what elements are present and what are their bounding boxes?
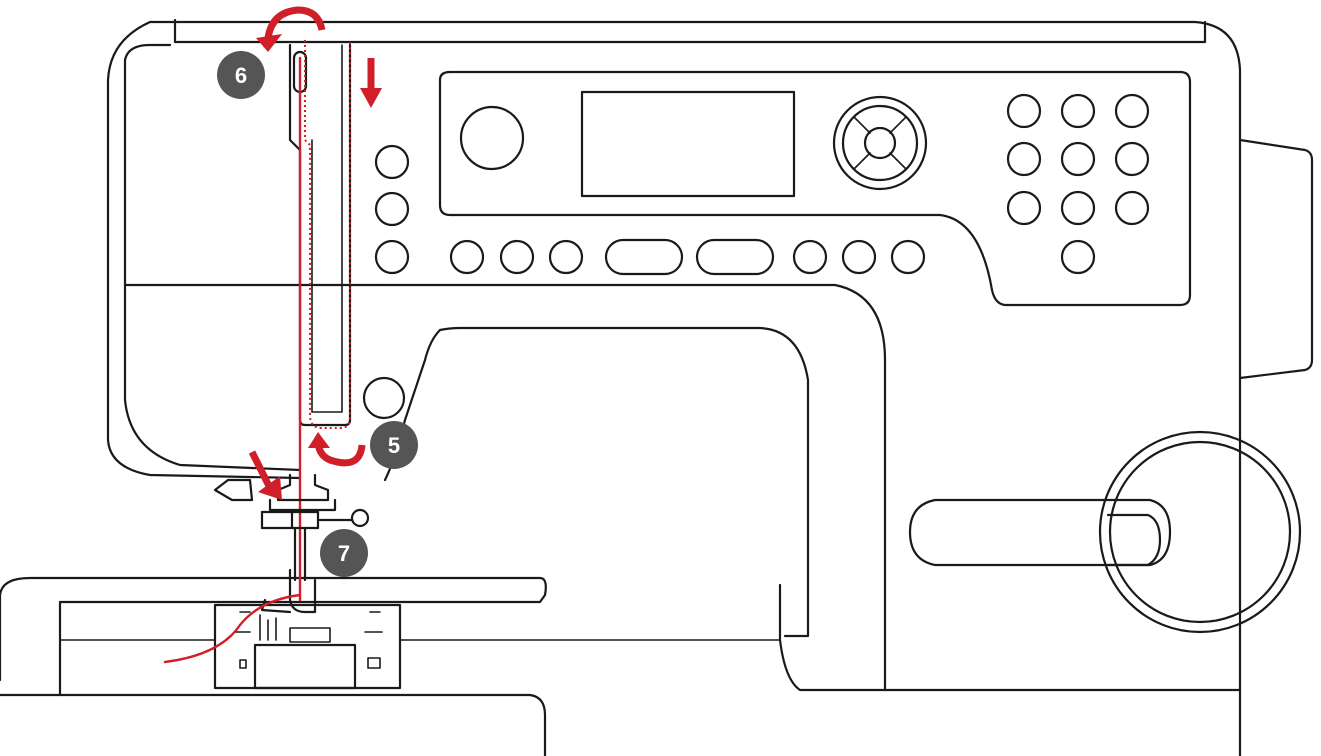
handwheel-slot xyxy=(908,498,1172,567)
side-buttons[interactable] xyxy=(362,144,410,420)
head-outline xyxy=(106,20,1242,756)
curved-arrow-icon-top xyxy=(256,6,326,52)
down-arrow-icon xyxy=(360,58,382,108)
face-plate xyxy=(123,43,302,472)
handwheel-knob xyxy=(1106,513,1162,567)
function-buttons[interactable] xyxy=(449,238,926,276)
speed-dial[interactable] xyxy=(459,105,525,171)
needle-head-face xyxy=(106,78,302,480)
thread-channel xyxy=(288,40,352,602)
navigation-pad[interactable] xyxy=(832,95,928,191)
arm-top-line xyxy=(378,283,887,692)
step-badge-7: 7 xyxy=(320,529,368,577)
top-rim xyxy=(173,18,1207,44)
thread-tail xyxy=(163,593,302,664)
step-badge-5: 5 xyxy=(370,421,418,469)
bed-outline xyxy=(0,576,547,697)
channel-path-left xyxy=(304,40,351,429)
control-panel xyxy=(362,70,1192,420)
lcd-display xyxy=(580,90,796,198)
curved-arrow-icon-bottom xyxy=(308,432,366,467)
right-housing xyxy=(1238,138,1314,380)
diagonal-arrow-icon xyxy=(248,450,282,500)
machine-body xyxy=(0,18,1314,756)
handwheel-inner xyxy=(1108,440,1292,624)
handwheel-outer xyxy=(1098,430,1302,634)
panel-frame xyxy=(438,70,1192,307)
needle-plate xyxy=(213,603,402,690)
threading-arrows xyxy=(248,6,382,500)
step-label-6: 6 xyxy=(235,63,247,88)
arm-inner-line xyxy=(438,326,810,638)
channel-inner xyxy=(311,44,343,413)
step-badge-6: 6 xyxy=(217,51,265,99)
bed-lower xyxy=(0,693,547,756)
step-label-7: 7 xyxy=(338,541,350,566)
needle-assembly xyxy=(213,473,370,614)
bed-right xyxy=(778,583,1242,692)
stitch-keypad[interactable] xyxy=(1006,93,1150,275)
step-label-5: 5 xyxy=(388,433,400,458)
